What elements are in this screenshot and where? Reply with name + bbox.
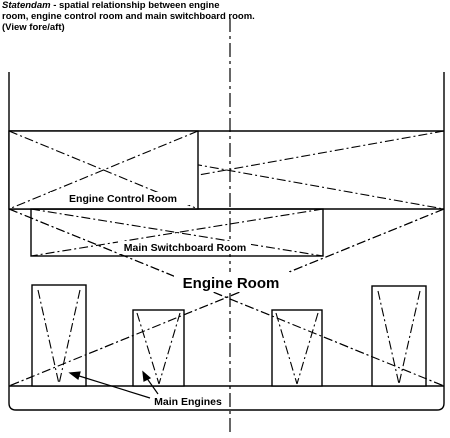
- hull-outline: [8, 72, 445, 411]
- me-label-bg: [150, 395, 226, 408]
- main-engine-4: [371, 285, 427, 387]
- caption-line-1: - spatial relationship between engine: [50, 0, 220, 11]
- main-engine-1: [31, 284, 87, 387]
- figure-caption: Statendam - spatial relationship between…: [2, 0, 442, 33]
- main-engines-arrows: [68, 370, 159, 399]
- vessel-name: Statendam: [2, 0, 51, 11]
- main-engine-3: [271, 309, 323, 387]
- caption-line-2: room, engine control room and main switc…: [2, 11, 255, 22]
- er-label-bg: [174, 272, 290, 292]
- main-engine-2: [132, 309, 185, 387]
- msr-label-bg: [118, 241, 251, 254]
- main-switchboard-room: [30, 208, 324, 257]
- engine-control-room-label: Engine Control Room: [69, 193, 177, 205]
- ecr-label-bg: [50, 192, 196, 205]
- engine-room-label: Engine Room: [183, 275, 280, 292]
- main-switchboard-room-label: Main Switchboard Room: [124, 242, 247, 254]
- upper-deck-diagonal-b: [8, 130, 445, 210]
- main-engines-label: Main Engines: [154, 396, 222, 408]
- caption-line-3: (View fore/aft): [2, 22, 65, 33]
